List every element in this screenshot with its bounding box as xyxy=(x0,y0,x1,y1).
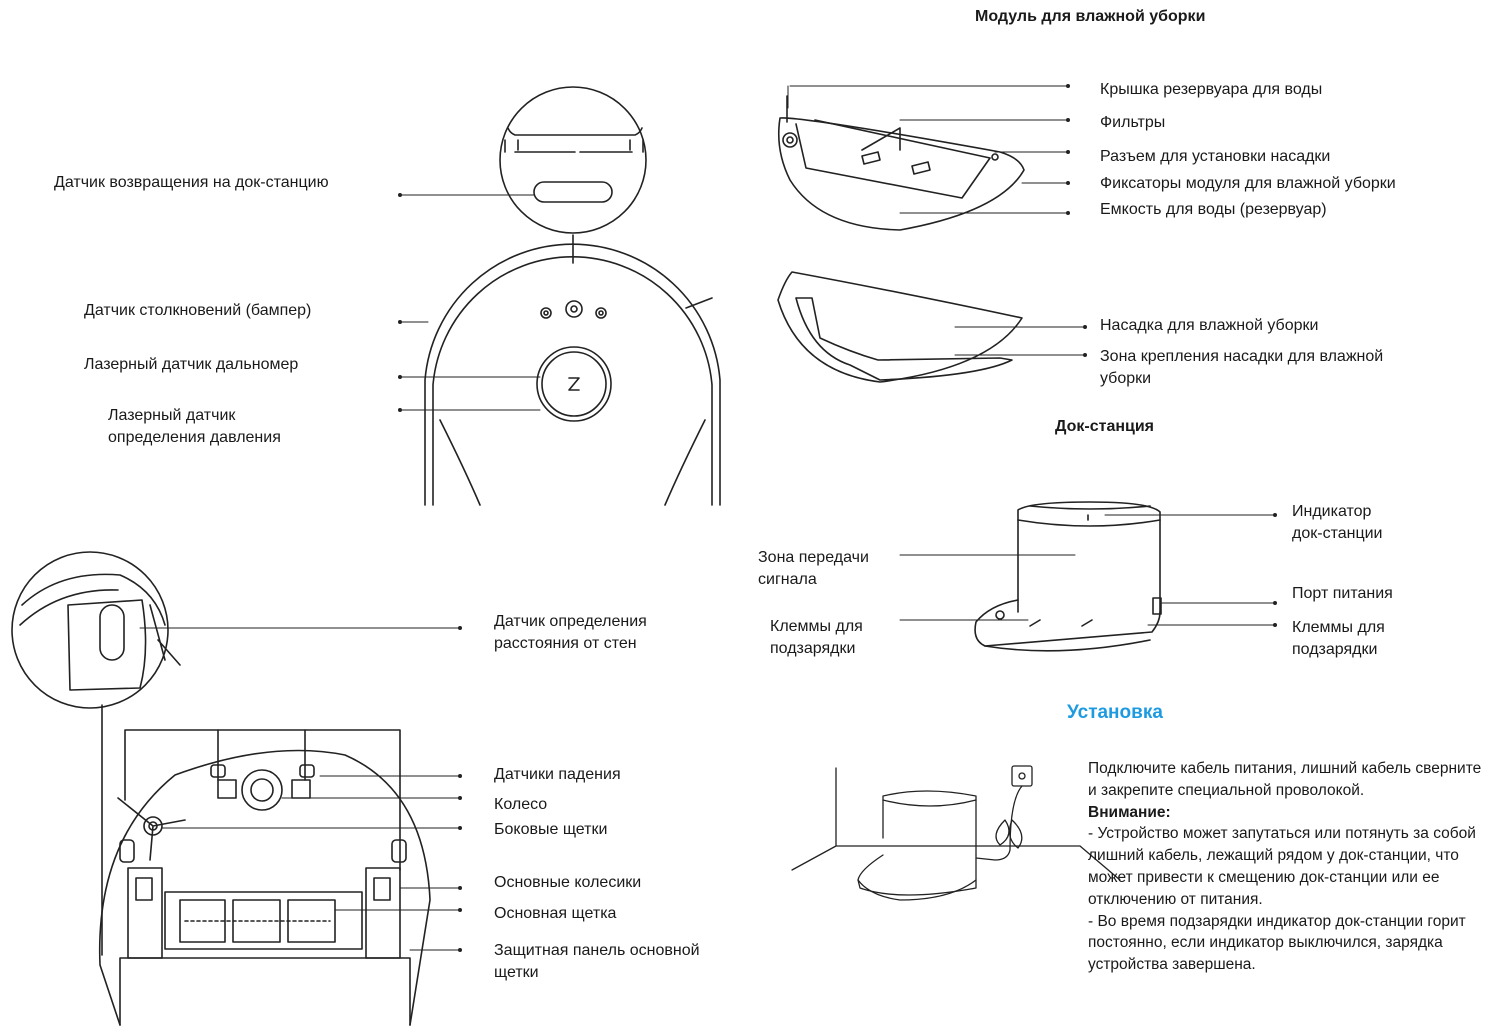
installation-drawing xyxy=(791,765,1121,901)
label-tank-lid: Крышка резервуара для воды xyxy=(1100,81,1323,98)
attention-heading: Внимание: xyxy=(1088,803,1171,821)
label-cliff-sensors: Датчики падения xyxy=(494,766,621,783)
label-water-tank: Емкость для воды (резервуар) xyxy=(1100,201,1327,218)
water-tank-leaders xyxy=(787,85,1069,214)
label-contacts-left: Клеммы для подзарядки xyxy=(770,618,863,657)
robot-bottom-view xyxy=(11,551,431,1026)
mop-module-title: Модуль для влажной уборки xyxy=(975,8,1206,25)
label-mop-connector: Разъем для установки насадки xyxy=(1100,148,1331,165)
label-signal-zone: Зона передачи сигнала xyxy=(758,549,869,588)
label-bumper: Датчик столкновений (бампер) xyxy=(84,302,312,319)
label-mop-pad: Насадка для влажной уборки xyxy=(1100,317,1319,334)
label-lidar: Лазерный датчик дальномер xyxy=(84,356,299,373)
label-dock-return-sensor: Датчик возвращения на док-станцию xyxy=(54,174,329,191)
mop-pad-drawing xyxy=(777,271,1023,383)
label-brush-cover: Защитная панель основной щетки xyxy=(494,942,700,981)
robot-top-view xyxy=(424,86,721,506)
install-title: Установка xyxy=(1067,702,1163,723)
dock-title: Док-станция xyxy=(1055,418,1155,435)
label-main-wheels: Основные колесики xyxy=(494,874,642,891)
install-instructions: Подключите кабель питания, лишний кабель… xyxy=(1088,758,1488,976)
label-wheel: Колесо xyxy=(494,796,548,813)
label-pressure-sensor: Лазерный датчик определения давления xyxy=(108,407,281,446)
label-side-brushes: Боковые щетки xyxy=(494,821,608,838)
install-paragraph: Подключите кабель питания, лишний кабель… xyxy=(1088,760,1482,799)
mop-pad-leaders xyxy=(954,326,1086,356)
leader-dots xyxy=(398,84,1277,952)
label-dock-indicator: Индикатор док-станции xyxy=(1292,503,1383,542)
label-power-port: Порт питания xyxy=(1292,585,1393,602)
label-module-latches: Фиксаторы модуля для влажной уборки xyxy=(1100,175,1396,192)
label-wall-sensor: Датчик определения расстояния от стен xyxy=(494,613,647,652)
dock-station-drawing xyxy=(974,501,1162,652)
water-tank-drawing xyxy=(777,95,1025,231)
dock-station-leaders xyxy=(899,514,1276,626)
label-mop-mount: Зона крепления насадки для влажной уборк… xyxy=(1100,348,1384,387)
label-contacts-right: Клеммы для подзарядки xyxy=(1292,619,1385,658)
label-filters: Фильтры xyxy=(1100,114,1166,131)
install-note-2: - Во время подзарядки индикатор док-стан… xyxy=(1088,912,1466,974)
robot-top-leaders xyxy=(399,194,541,411)
install-note-1: - Устройство может запутаться или потяну… xyxy=(1088,825,1476,908)
robot-bottom-leaders xyxy=(139,627,461,951)
label-main-brush: Основная щетка xyxy=(494,905,617,922)
